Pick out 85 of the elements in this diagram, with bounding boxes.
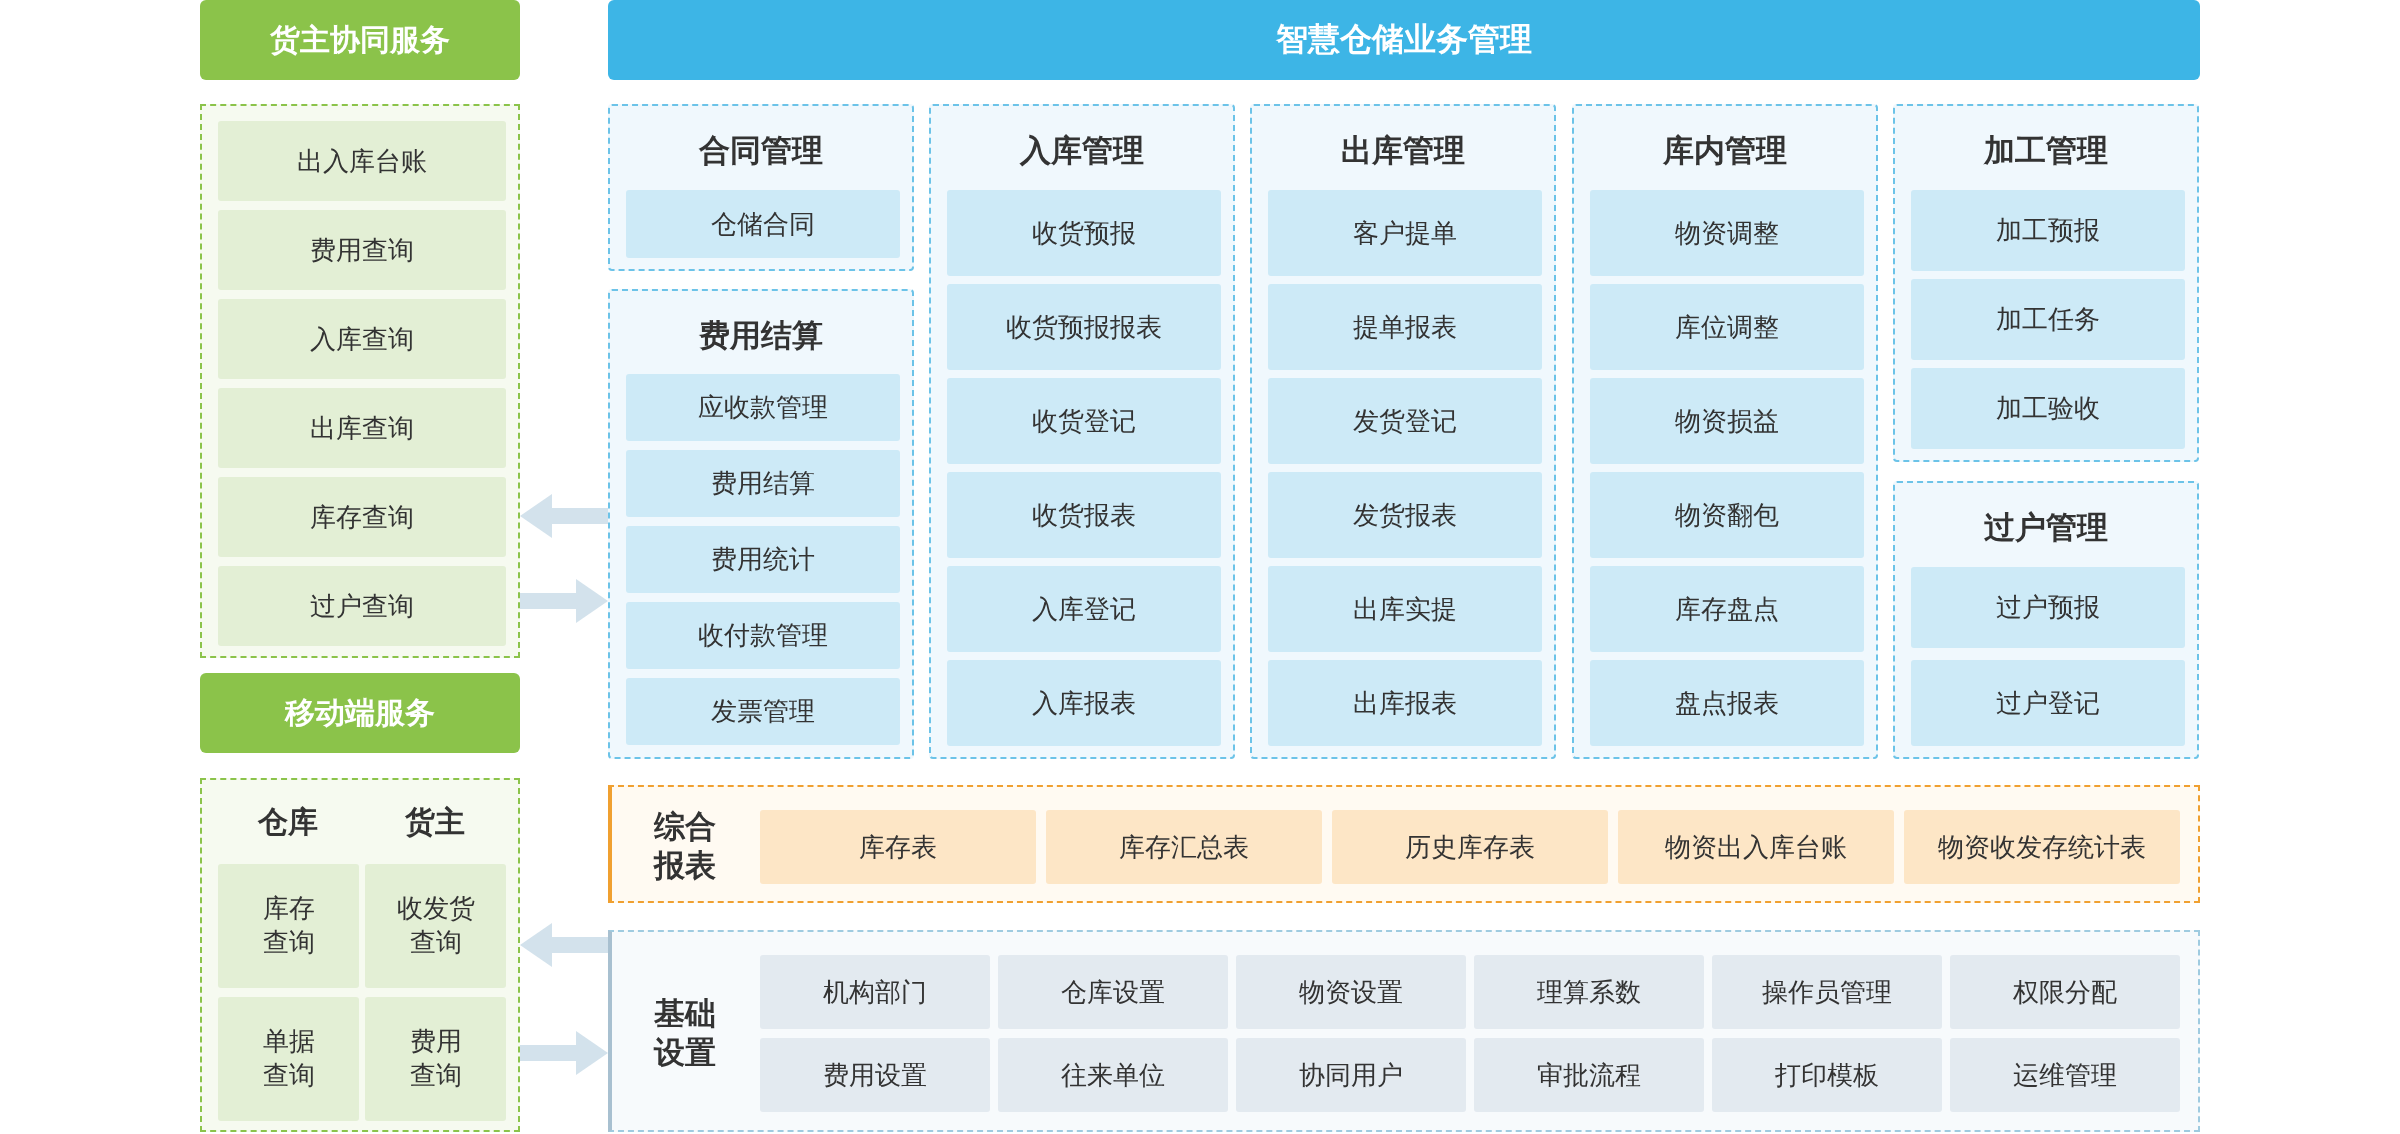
report-item: 物资收发存统计表 [1904, 810, 2180, 884]
menu-item: 协同用户 [1236, 1038, 1466, 1112]
menu-item: 仓储合同 [626, 190, 900, 258]
menu-item: 库存查询 [218, 477, 506, 557]
menu-item: 费用统计 [626, 526, 900, 593]
menu-item: 单据查询 [218, 997, 359, 1121]
report-item: 物资出入库台账 [1618, 810, 1894, 884]
menu-item: 收货报表 [947, 472, 1221, 558]
menu-item: 盘点报表 [1590, 660, 1864, 746]
menu-item: 加工验收 [1911, 368, 2185, 449]
menu-item: 加工任务 [1911, 279, 2185, 360]
menu-item: 仓库设置 [998, 955, 1228, 1029]
menu-item: 操作员管理 [1712, 955, 1942, 1029]
menu-item: 收货登记 [947, 378, 1221, 464]
menu-item: 费用结算 [626, 450, 900, 517]
menu-item: 出入库台账 [218, 121, 506, 201]
module-title: 入库管理 [1018, 131, 1145, 170]
module-title: 过户管理 [1983, 508, 2109, 547]
settings-band [608, 930, 2200, 1132]
menu-item: 库位调整 [1590, 284, 1864, 370]
menu-item: 物资翻包 [1590, 472, 1864, 558]
menu-item: 过户登记 [1911, 660, 2185, 746]
dashed-panel [200, 104, 520, 658]
menu-item: 发货登记 [1268, 378, 1542, 464]
dashed-panel [200, 778, 520, 1132]
menu-item: 理算系数 [1474, 955, 1704, 1029]
module-title: 合同管理 [698, 131, 824, 170]
menu-item: 库存盘点 [1590, 566, 1864, 652]
menu-item: 发货报表 [1268, 472, 1542, 558]
menu-item: 收付款管理 [626, 602, 900, 669]
menu-item: 客户提单 [1268, 190, 1542, 276]
menu-item: 收发货查询 [365, 864, 506, 988]
module-panel [608, 289, 914, 759]
menu-item: 往来单位 [998, 1038, 1228, 1112]
module-panel [1572, 104, 1878, 759]
column-heading: 仓库 [257, 803, 319, 841]
report-item: 历史库存表 [1332, 810, 1608, 884]
menu-item: 出库实提 [1268, 566, 1542, 652]
menu-item: 审批流程 [1474, 1038, 1704, 1112]
menu-item: 费用查询 [218, 210, 506, 290]
menu-item: 库存查询 [218, 864, 359, 988]
module-panel [608, 104, 914, 271]
module-panel [1893, 104, 2199, 462]
section-header: 货主协同服务 [200, 0, 520, 80]
menu-item: 入库报表 [947, 660, 1221, 746]
menu-item: 权限分配 [1950, 955, 2180, 1029]
band-label: 基础设置 [652, 994, 717, 1072]
menu-item: 入库登记 [947, 566, 1221, 652]
menu-item: 收货预报报表 [947, 284, 1221, 370]
menu-item: 费用设置 [760, 1038, 990, 1112]
menu-item: 过户查询 [218, 566, 506, 646]
module-title: 加工管理 [1982, 131, 2109, 170]
menu-item: 提单报表 [1268, 284, 1542, 370]
arrow [520, 1031, 608, 1075]
module-title: 出库管理 [1340, 131, 1466, 170]
menu-item: 费用查询 [365, 997, 506, 1121]
menu-item: 物资损益 [1590, 378, 1864, 464]
menu-item: 发票管理 [626, 678, 900, 745]
menu-item: 加工预报 [1911, 190, 2185, 271]
menu-item: 应收款管理 [626, 374, 900, 441]
menu-item: 机构部门 [760, 955, 990, 1029]
menu-item: 入库查询 [218, 299, 506, 379]
report-item: 库存汇总表 [1046, 810, 1322, 884]
module-title: 费用结算 [698, 316, 824, 355]
report-item: 库存表 [760, 810, 1036, 884]
report-band [608, 785, 2200, 903]
module-panel [1893, 481, 2199, 759]
menu-item: 运维管理 [1950, 1038, 2180, 1112]
module-title: 库内管理 [1662, 131, 1788, 170]
menu-item: 收货预报 [947, 190, 1221, 276]
menu-item: 物资调整 [1590, 190, 1864, 276]
section-header: 移动端服务 [200, 673, 520, 753]
arrow [520, 579, 608, 623]
band-label: 综合报表 [652, 807, 717, 885]
column-heading: 货主 [404, 803, 466, 841]
arrow [520, 494, 608, 538]
menu-item: 出库查询 [218, 388, 506, 468]
menu-item: 过户预报 [1911, 567, 2185, 648]
arrow [520, 923, 608, 967]
menu-item: 出库报表 [1268, 660, 1542, 746]
module-panel [1250, 104, 1556, 759]
menu-item: 打印模板 [1712, 1038, 1942, 1112]
title-bar: 智慧仓储业务管理 [608, 0, 2200, 80]
menu-item: 物资设置 [1236, 955, 1466, 1029]
module-panel [929, 104, 1235, 759]
